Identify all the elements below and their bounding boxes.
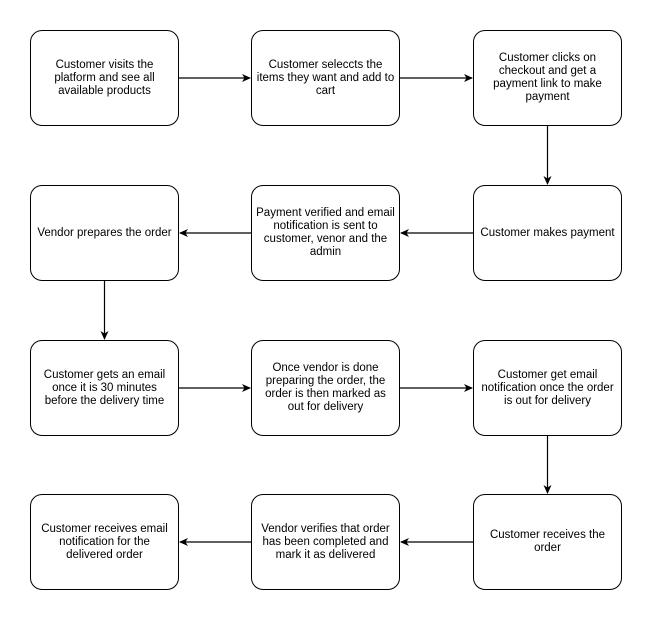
process-box-customer-checkout: Customer clicks on checkout and get a pa… [473, 30, 622, 126]
process-box-delivery-notification: Customer get email notification once the… [473, 340, 622, 436]
process-box-label: Customer seleccts the items they want an… [256, 58, 395, 97]
process-box-label: Once vendor is done preparing the order,… [265, 362, 386, 413]
process-box-label: Vendor verifies that order has been comp… [261, 522, 390, 561]
process-box-label: Payment verified and email notification … [256, 207, 395, 258]
process-box-label: Customer get email notification once the… [481, 368, 614, 407]
process-box-customer-selects-items: Customer seleccts the items they want an… [251, 30, 400, 126]
process-box-label: Customer makes payment [480, 226, 615, 239]
process-box-label: Customer clicks on checkout and get a pa… [493, 52, 602, 103]
process-box-customer-email-30min: Customer gets an email once it is 30 min… [30, 340, 179, 436]
process-box-delivered-email: Customer receives email notification for… [30, 494, 179, 590]
process-box-label: Customer visits the platform and see all… [54, 58, 155, 97]
process-box-vendor-prepares: Vendor prepares the order [30, 185, 179, 281]
process-box-payment-verified: Payment verified and email notification … [251, 185, 400, 281]
process-box-label: Customer receives the order [489, 529, 606, 554]
process-box-out-for-delivery: Once vendor is done preparing the order,… [251, 340, 400, 436]
process-box-customer-receives: Customer receives the order [473, 494, 622, 590]
process-box-customer-payment: Customer makes payment [473, 185, 622, 281]
process-box-vendor-verifies: Vendor verifies that order has been comp… [251, 494, 400, 590]
process-box-label: Customer gets an email once it is 30 min… [43, 368, 166, 407]
process-box-label: Customer receives email notification for… [41, 522, 168, 561]
process-box-customer-visits: Customer visits the platform and see all… [30, 30, 179, 126]
process-box-label: Vendor prepares the order [37, 226, 172, 239]
